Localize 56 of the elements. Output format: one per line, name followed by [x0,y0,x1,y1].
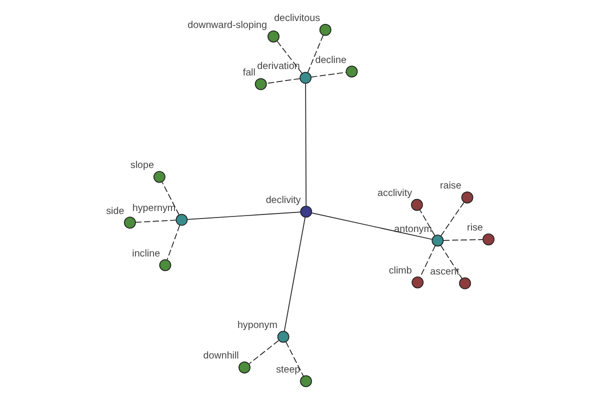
connector [443,239,484,241]
node-circle [176,214,188,226]
connector [248,340,279,364]
node-circle [268,30,280,42]
node-label: rise [467,222,483,234]
node-label: antonym [394,224,432,235]
connector [276,40,303,74]
node-circle [300,72,312,84]
connector [285,341,304,377]
connector [284,216,306,332]
node-label: climb [388,266,412,277]
node-circle [411,198,423,211]
node-circle [346,66,358,78]
node-label: declivity [266,194,301,206]
node-circle [300,206,312,218]
node-circle [159,259,172,272]
node-label: derivation [257,61,300,72]
node-circle [432,234,444,247]
node-circle [319,24,332,36]
connector [305,82,307,206]
node-label: declivitous [274,13,320,24]
node-circle [300,375,312,388]
node-label: decline [315,54,346,66]
node-label: side [106,206,124,217]
node-label: steep [276,364,300,376]
connector [186,212,301,220]
node-circle [461,192,474,204]
node-circle [482,233,494,246]
connector [420,210,436,236]
connector [440,245,462,279]
connector [166,224,180,260]
node-label: incline [132,248,160,260]
node-label: acclivity [378,188,412,200]
connector [440,202,464,236]
node-label: raise [440,180,462,192]
node-circle [238,362,250,374]
node-circle [153,170,166,183]
node-label: downward-sloping [188,20,267,31]
node-circle [254,78,267,90]
connector [162,182,180,216]
node-circle [124,216,136,229]
connector [310,72,346,78]
node-label: slope [130,160,154,172]
connector [307,35,324,74]
node-circle [412,276,424,288]
node-circle [459,277,471,290]
node-label: ascent [430,266,460,278]
connector [135,220,177,223]
node-label: fall [242,67,256,78]
node-label: hypernym [132,203,176,214]
node-circle [277,330,290,343]
connector [311,212,433,240]
connector [420,245,436,278]
node-label: downhill [203,350,239,362]
node-label: hyponym [237,320,278,332]
connector [266,78,300,84]
